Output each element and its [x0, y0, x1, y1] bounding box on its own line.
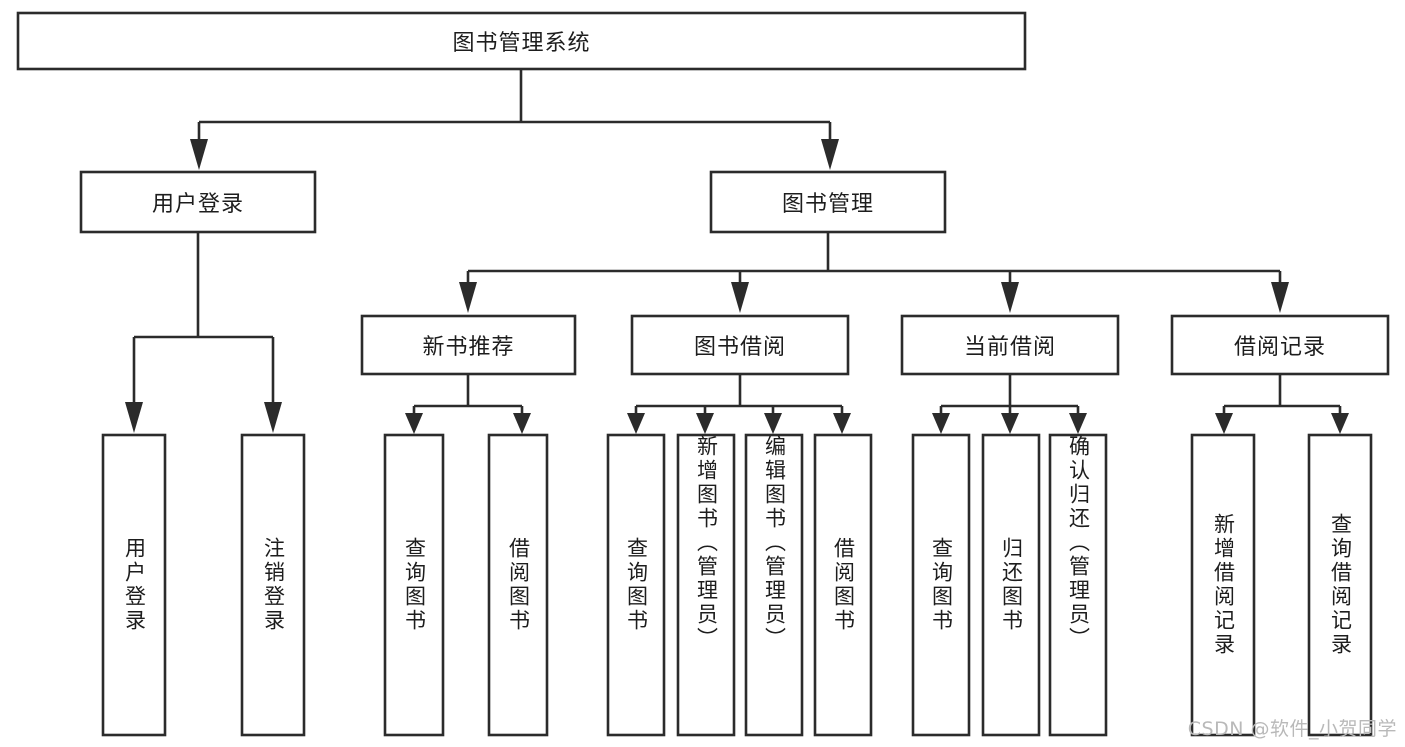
node-borrow-records-box[interactable]: [1170, 314, 1390, 376]
leaf-box-current-borrow-0[interactable]: [911, 433, 971, 737]
leaf-box-book-borrow-2[interactable]: [744, 433, 804, 737]
arrow-head-icon: [821, 139, 839, 170]
arrow-head-icon: [1069, 413, 1087, 434]
leaf-box-user-login-0[interactable]: [101, 433, 167, 737]
watermark-text: CSDN @软件_小贺同学: [1187, 718, 1397, 740]
leaf-box-new-book-0[interactable]: [383, 433, 445, 737]
leaf-box-current-borrow-2[interactable]: [1048, 433, 1108, 737]
connector-current-borrow-to-leaves: [932, 374, 1087, 434]
connector-new-book-recommend-to-leaves: [405, 374, 531, 434]
arrow-head-icon: [1331, 413, 1349, 434]
arrow-head-icon: [731, 282, 749, 313]
arrow-head-icon: [264, 402, 282, 433]
arrow-head-icon: [696, 413, 714, 434]
leaf-box-borrow-records-1[interactable]: [1307, 433, 1373, 737]
leaf-box-book-borrow-0[interactable]: [606, 433, 666, 737]
arrow-head-icon: [627, 413, 645, 434]
connector-borrow-records-to-leaves: [1215, 374, 1349, 434]
arrow-head-icon: [459, 282, 477, 313]
node-current-borrow-box[interactable]: [900, 314, 1120, 376]
arrow-head-icon: [833, 413, 851, 434]
arrow-head-icon: [405, 413, 423, 434]
arrow-head-icon: [932, 413, 950, 434]
node-root-box[interactable]: [16, 11, 1027, 71]
arrow-head-icon: [1215, 413, 1233, 434]
arrow-head-icon: [190, 139, 208, 170]
connector-root-to-level2: [190, 69, 839, 170]
node-new-book-recommend-box[interactable]: [360, 314, 577, 376]
arrow-head-icon: [1001, 282, 1019, 313]
arrow-head-icon: [764, 413, 782, 434]
arrow-head-icon: [1271, 282, 1289, 313]
leaf-box-book-borrow-1[interactable]: [676, 433, 736, 737]
arrow-head-icon: [1001, 413, 1019, 434]
connector-book-manage-to-level3: [459, 232, 1289, 313]
leaf-box-current-borrow-1[interactable]: [981, 433, 1041, 737]
connector-user-login-to-leaves: [125, 232, 282, 433]
node-book-manage-box[interactable]: [709, 170, 947, 234]
leaf-box-new-book-1[interactable]: [487, 433, 549, 737]
node-book-borrow-box[interactable]: [630, 314, 850, 376]
leaf-box-book-borrow-3[interactable]: [813, 433, 873, 737]
leaf-box-borrow-records-0[interactable]: [1190, 433, 1256, 737]
node-user-login-box[interactable]: [79, 170, 317, 234]
arrow-head-icon: [513, 413, 531, 434]
arrow-head-icon: [125, 402, 143, 433]
leaf-box-user-login-1[interactable]: [240, 433, 306, 737]
connector-book-borrow-to-leaves: [627, 374, 851, 434]
